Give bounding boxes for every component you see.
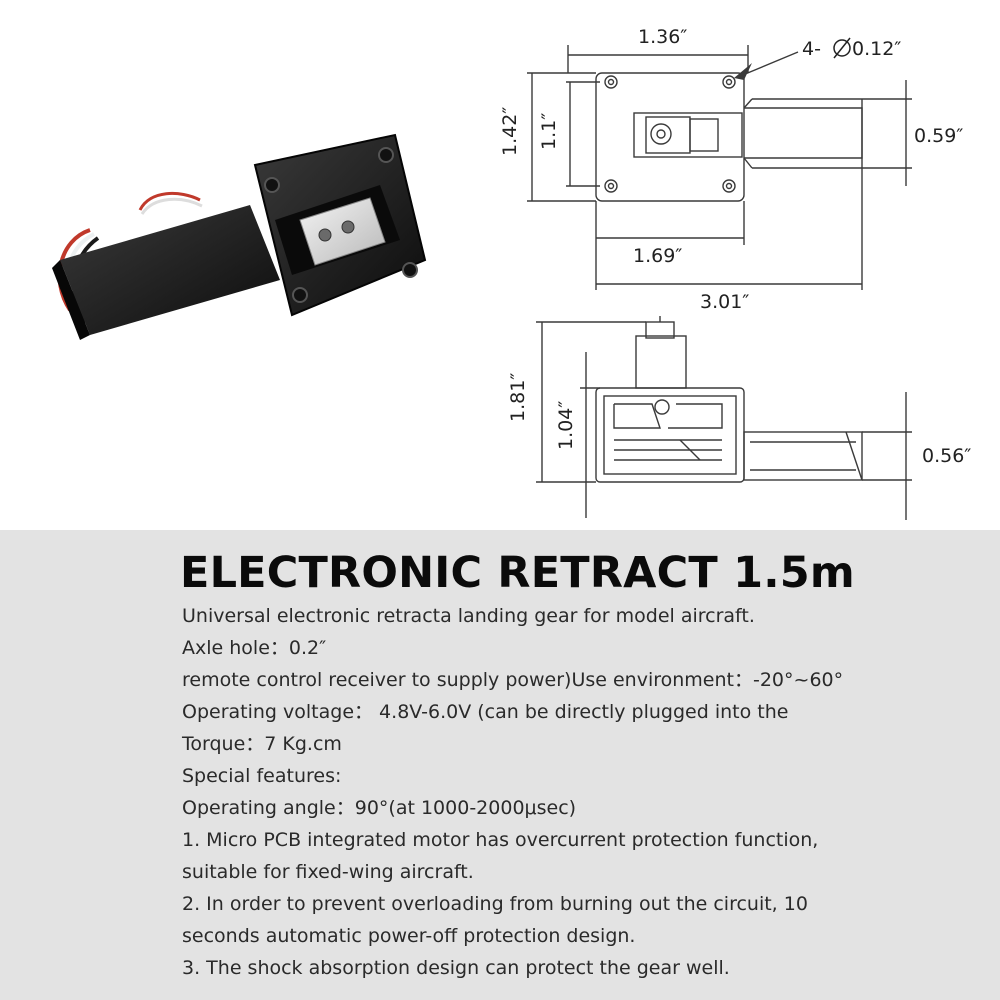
dim-height: 1.42″ <box>499 107 521 156</box>
description-line: seconds automatic power-off protection d… <box>182 925 636 947</box>
description-banner <box>0 530 1000 1000</box>
description-line: suitable for fixed-wing aircraft. <box>182 861 474 883</box>
dim-hole-spacing-width: 1.36″ <box>638 26 687 48</box>
description-line: Torque：7 Kg.cm <box>182 733 342 755</box>
product-photo <box>52 133 427 340</box>
image-area: 1.36″ 4- 0.12″ 1.42″ 1.1″ 0.59″ 1.69″ 3.… <box>52 26 972 520</box>
dim-arm-height: 0.59″ <box>914 125 963 147</box>
description-line: Special features: <box>182 765 342 787</box>
description-list: Universal electronic retracta landing ge… <box>182 600 982 984</box>
dim-hole-diameter: 0.12″ <box>852 38 901 60</box>
description-line: Operating angle：90°(at 1000-2000μsec) <box>182 797 577 819</box>
diameter-icon <box>833 37 851 59</box>
product-title: ELECTRONIC RETRACT 1.5m <box>180 548 855 598</box>
dim-side-overall-height: 1.81″ <box>507 373 529 422</box>
description-line: Operating voltage： 4.8V-6.0V (can be dir… <box>182 701 789 723</box>
description-line: 2. In order to prevent overloading from … <box>182 893 808 915</box>
description-line: 1. Micro PCB integrated motor has overcu… <box>182 829 819 851</box>
description-line: remote control receiver to supply power)… <box>182 669 844 691</box>
dim-body-to-arm: 1.69″ <box>633 245 682 267</box>
dim-side-arm-height: 0.56″ <box>922 445 971 467</box>
dim-overall-length: 3.01″ <box>700 291 749 313</box>
description-line: Universal electronic retracta landing ge… <box>182 605 755 627</box>
dim-side-body-height: 1.04″ <box>555 401 577 450</box>
description-line: Axle hole：0.2″ <box>182 637 327 659</box>
description-line: 3. The shock absorption design can prote… <box>182 957 730 979</box>
dim-hole-spacing-height: 1.1″ <box>538 113 560 150</box>
dim-holes: 4- <box>802 38 821 60</box>
dimension-drawing: 1.36″ 4- 0.12″ 1.42″ 1.1″ 0.59″ 1.69″ 3.… <box>499 26 971 520</box>
